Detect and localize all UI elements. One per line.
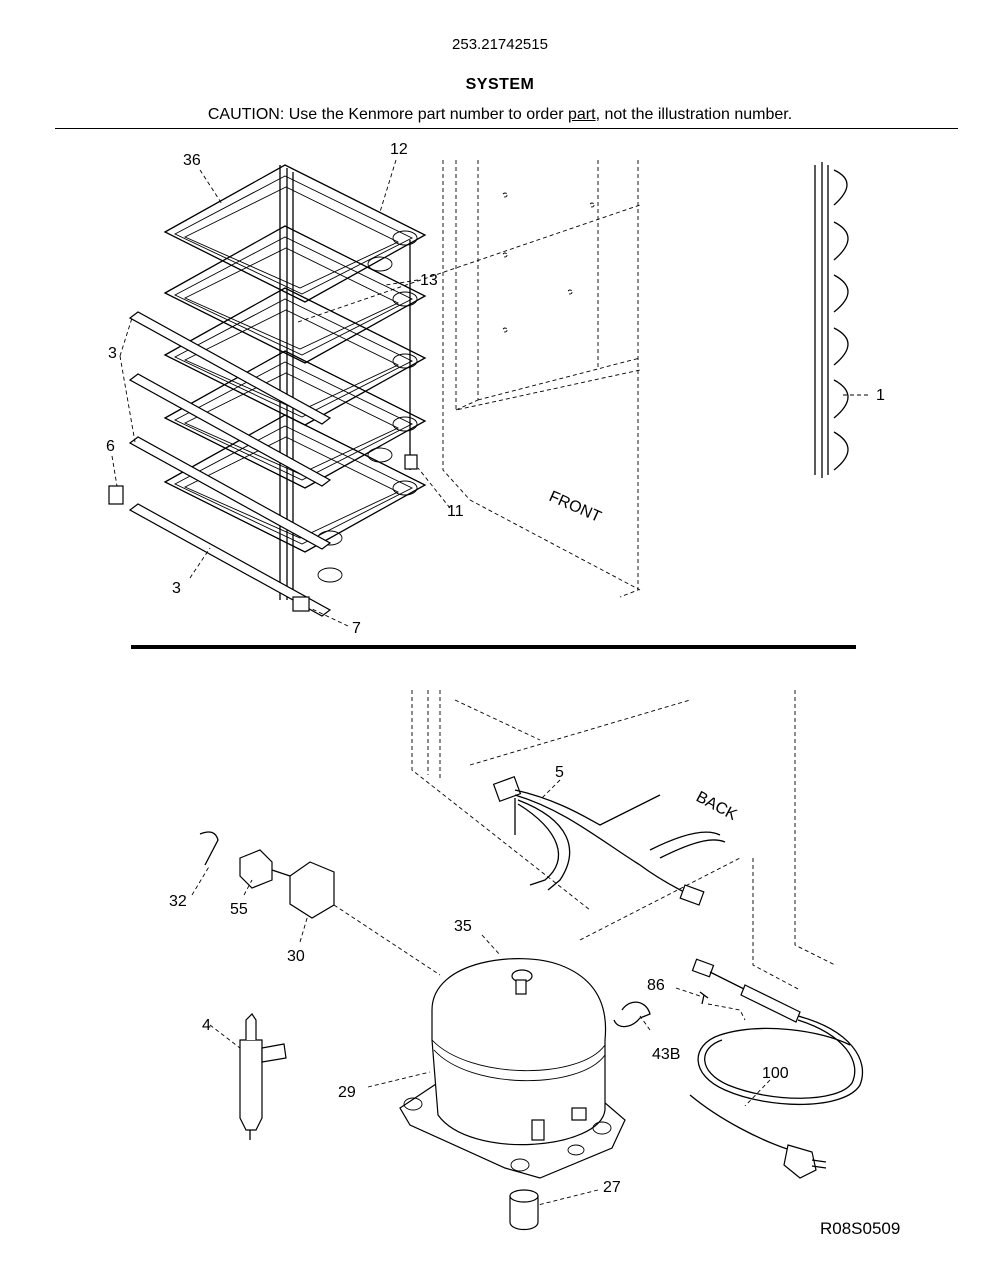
callout-4: 4 [202,1017,211,1034]
lower-leader-lines [191,779,771,1206]
relay-overload-parts [199,831,335,919]
callout-3-lower: 3 [172,580,181,597]
callout-3-upper: 3 [108,345,117,362]
callout-13: 13 [420,272,438,289]
caution-part-link[interactable]: part [568,106,596,123]
clamp-and-screw [613,991,709,1028]
callout-43b: 43B [652,1046,680,1063]
cabinet-back-outline [411,690,836,991]
callout-100: 100 [762,1065,789,1082]
freezer-cabinet-liner [297,160,641,598]
filter-drier [239,1013,287,1140]
callout-6: 6 [106,438,115,455]
wiring-harness [492,776,726,906]
callout-7: 7 [352,620,361,637]
callout-35: 35 [454,918,472,935]
back-orientation-label: BACK [693,789,740,825]
callout-1: 1 [876,387,885,404]
callout-86: 86 [647,977,665,994]
callout-11: 11 [447,503,464,520]
section-divider [131,645,856,649]
diagram-id: R08S0509 [820,1219,901,1238]
front-orientation-label: FRONT [546,488,603,526]
model-number: 253.21742515 [452,36,548,53]
callout-12: 12 [390,141,408,158]
condenser-coil [814,162,849,478]
callout-36: 36 [183,152,201,169]
callout-55: 55 [230,901,248,918]
upper-leader-lines [111,159,868,627]
callout-29: 29 [338,1084,356,1101]
callout-32: 32 [169,893,187,910]
evaporator-shelf-coils [108,164,427,617]
caution-text-prefix: CAUTION: Use the Kenmore part number to … [207,106,568,123]
power-cord [689,958,864,1179]
callout-27: 27 [603,1179,621,1196]
caution-note: CAUTION: Use the Kenmore part number to … [0,106,1000,124]
caution-text-suffix: , not the illustration number. [595,106,793,123]
compressor [399,958,626,1179]
callout-30: 30 [287,948,305,965]
header-divider [55,128,958,129]
grommet [509,1189,539,1231]
section-title: SYSTEM [465,76,535,93]
callout-5: 5 [555,764,564,781]
